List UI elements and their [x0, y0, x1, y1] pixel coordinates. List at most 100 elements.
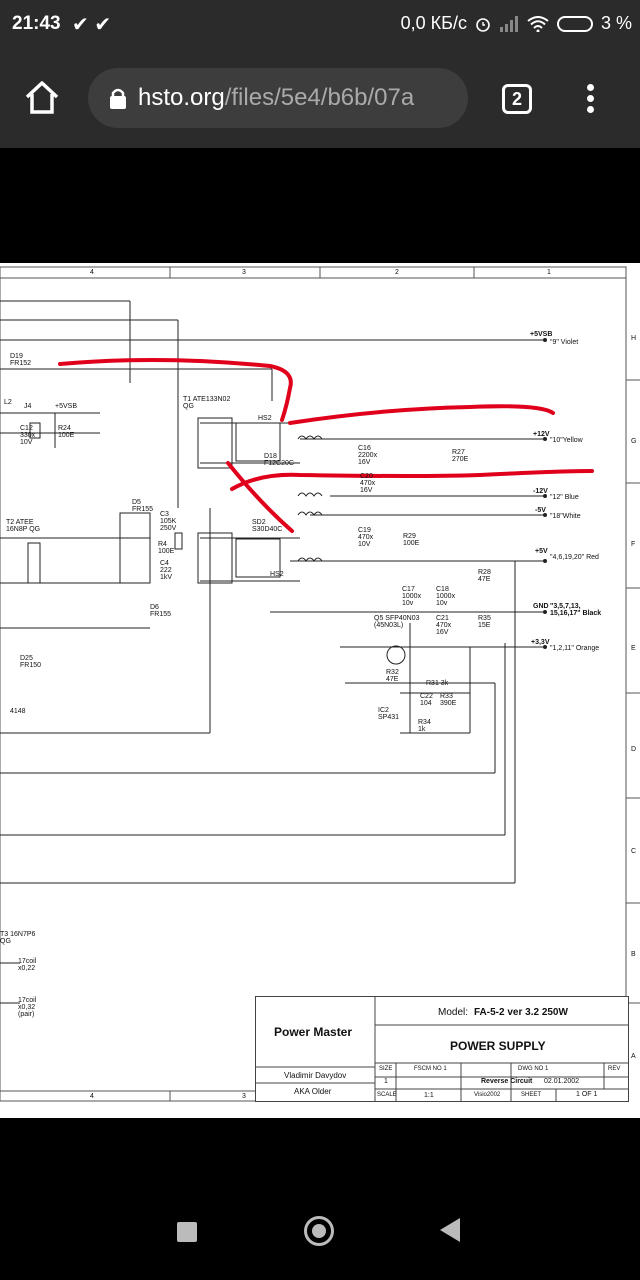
grid-row-g: G — [631, 438, 637, 445]
tab-switcher-button[interactable]: 2 — [502, 84, 532, 114]
scale-header: SCALE — [377, 1092, 397, 1098]
grid-row-e: E — [631, 645, 636, 652]
label-sd2: SD2 S30D40C — [252, 519, 283, 533]
label-hs2-top: HS2 — [258, 415, 272, 422]
grid-row-f: F — [631, 541, 636, 548]
grid-col-3: 3 — [242, 269, 246, 276]
label-c12: C12 330x 10V — [20, 425, 36, 446]
label-r33: R33 390E — [440, 693, 457, 707]
label-d25: D25 FR150 — [20, 655, 42, 669]
url-path: /files/5e4/b6b/07a — [224, 84, 415, 111]
status-bar: 21:43 ✔ ✔ 0,0 КБ/с 3 % — [0, 0, 640, 48]
label-r24: R24 100E — [58, 425, 75, 439]
author-name: Vladimir Davydov — [284, 1071, 347, 1080]
output-net-5vsb: +5VSB — [530, 331, 553, 338]
output-desc-5vsb: "9" Violet — [550, 339, 579, 346]
author-aka: AKA Older — [294, 1087, 332, 1096]
lock-icon — [110, 88, 126, 109]
schematic-drawing — [0, 266, 640, 1102]
battery-icon — [556, 15, 593, 32]
dwg-header: DWG NO 1 — [518, 1066, 549, 1072]
label-c17: C17 1000x 10v — [402, 586, 422, 607]
label-c3: C3 105K 250V — [160, 511, 177, 532]
model-label: Model: — [438, 1007, 469, 1018]
alarm-icon — [476, 17, 490, 32]
label-l2: L2 — [4, 399, 12, 406]
label-d18: D18 F12C20C — [264, 453, 294, 467]
label-r32: R32 47E — [386, 669, 399, 683]
wifi-icon — [527, 15, 549, 32]
scale-value: 1:1 — [424, 1092, 434, 1099]
output-net-gnd: GND — [533, 603, 549, 610]
label-d6: D6 FR155 — [150, 604, 172, 618]
visio-version: Visio2002 — [474, 1092, 501, 1098]
title-block-grid — [256, 997, 628, 1101]
battery-level: 3 % — [600, 13, 632, 33]
grid-row-a: A — [631, 1053, 636, 1060]
output-net-5v: +5V — [535, 548, 548, 555]
label-c20: C20 470x 16V — [360, 473, 376, 494]
label-d19: D19 FR152 — [10, 353, 32, 367]
grid-col-3-bottom: 3 — [242, 1093, 246, 1100]
back-button[interactable] — [440, 1218, 460, 1242]
signal-icon — [499, 15, 518, 32]
label-coil2: 17coil x0,32 (pair) — [18, 997, 37, 1018]
label-hs2-bottom: HS2 — [270, 571, 284, 578]
label-r27: R27 270E — [452, 449, 469, 463]
output-desc-gnd: "3,5,7,13, 15,16,17" Black — [550, 603, 602, 617]
grid-row-c: C — [631, 848, 637, 855]
grid-row-d: D — [631, 746, 637, 753]
output-desc-3v3: "1,2,11" Orange — [550, 645, 600, 652]
label-coil1: 17coil x0,22 — [18, 958, 37, 972]
label-c22: C22 104 — [420, 693, 433, 707]
dwg-date: 02.01.2002 — [544, 1078, 580, 1085]
output-desc-m12v: "12" Blue — [550, 494, 579, 501]
dwg-value: Reverse Circuit — [481, 1078, 533, 1085]
output-net-12v: +12V — [533, 431, 550, 438]
url-host: hsto.org — [138, 84, 225, 111]
label-5vsb-internal: +5VSB — [55, 403, 77, 410]
label-c4: C4 222 1kV — [160, 560, 173, 581]
company-name: Power Master — [274, 1025, 353, 1039]
label-r4: R4 100E — [158, 541, 175, 555]
output-net-3v3: +3,3V — [531, 639, 550, 646]
overflow-menu-icon[interactable] — [580, 80, 600, 120]
output-desc-m5v: "18"White — [550, 513, 581, 520]
rev-header: REV — [608, 1066, 621, 1072]
output-net-m5v: -5V — [535, 507, 546, 514]
notification-check-icons: ✔ ✔ — [72, 14, 112, 36]
network-speed: 0,0 КБ/с — [400, 13, 467, 33]
label-q5: Q5 SFP40N03 (45N03L) — [374, 615, 420, 629]
label-c19: C19 470x 10V — [358, 527, 374, 548]
size-value: 1 — [384, 1078, 388, 1085]
sheet-header: SHEET — [521, 1092, 542, 1098]
home-icon[interactable] — [22, 78, 62, 118]
grid-col-4: 4 — [90, 269, 94, 276]
status-time: 21:43 — [12, 13, 61, 34]
system-nav-bar — [0, 1192, 640, 1280]
title-block: Power Master Vladimir Davydov AKA Older … — [255, 996, 629, 1102]
label-t2: T2 ATEE 16N8P QG — [6, 519, 41, 533]
schematic-image: 4 3 2 1 4 3 2 1 H G F E D C B A +5VSB "9… — [0, 263, 640, 1118]
recents-button[interactable] — [177, 1222, 197, 1242]
label-d5: D5 FR155 — [132, 499, 154, 513]
label-c18: C18 1000x 10v — [436, 586, 456, 607]
label-t1: T1 ATE133N02 QG — [183, 396, 231, 410]
label-j4: J4 — [24, 403, 32, 410]
label-4148: 4148 — [10, 708, 26, 715]
address-bar[interactable]: hsto.org/files/5e4/b6b/07a — [88, 68, 468, 128]
browser-toolbar: hsto.org/files/5e4/b6b/07a 2 — [0, 48, 640, 148]
page-top-blank — [0, 148, 640, 263]
home-button[interactable] — [304, 1216, 334, 1246]
status-right: 0,0 КБ/с 3 % — [401, 13, 632, 34]
model-value: FA-5-2 ver 3.2 250W — [474, 1007, 568, 1018]
grid-col-2: 2 — [395, 269, 399, 276]
sheet-value: 1 OF 1 — [576, 1091, 598, 1098]
label-r31: R31 3k — [426, 680, 449, 687]
output-desc-12v: "10"Yellow — [550, 437, 583, 444]
grid-col-4-bottom: 4 — [90, 1093, 94, 1100]
label-c21: C21 470x 16V — [436, 615, 452, 636]
fscm-header: FSCM NO 1 — [414, 1066, 447, 1072]
label-r35: R35 15E — [478, 615, 491, 629]
drawing-title: POWER SUPPLY — [450, 1039, 546, 1053]
